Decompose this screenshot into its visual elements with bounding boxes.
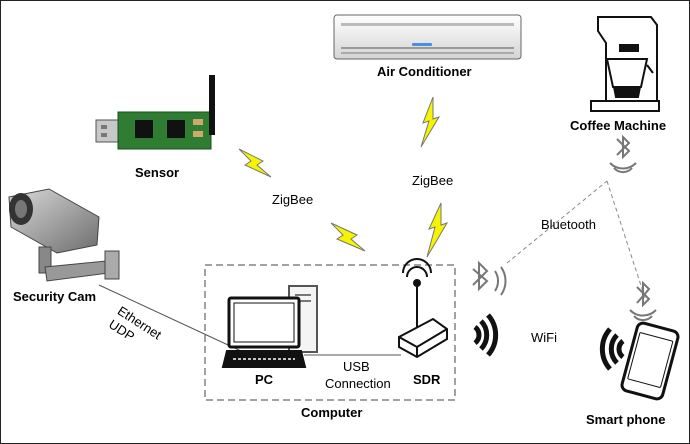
coffee-machine-label: Coffee Machine: [570, 118, 667, 133]
pc-icon: [221, 285, 318, 368]
wifi-icon-computer: [473, 313, 499, 357]
security-cam-icon: [8, 188, 120, 282]
smart-phone-icon: [620, 321, 680, 401]
sensor-label: Sensor: [135, 165, 180, 180]
wifi-label: WiFi: [531, 330, 557, 345]
computer-boundary: [204, 264, 456, 401]
zigbee-bolt-icon-sdr: [426, 202, 449, 258]
zigbee-label-right: ZigBee: [412, 173, 454, 188]
pc-label: PC: [255, 372, 274, 387]
computer-label: Computer: [301, 405, 363, 420]
bluetooth-link-line-pc: [506, 180, 608, 264]
security-cam-label: Security Cam: [13, 289, 97, 304]
zigbee-bolt-icon-sensor: [238, 148, 272, 178]
ethernet-link-line: [98, 284, 242, 352]
usb-label-line1: USB: [343, 359, 370, 374]
air-conditioner-icon: [333, 14, 522, 60]
bluetooth-icon-computer: [472, 260, 507, 296]
zigbee-bolt-icon-ac: [420, 96, 441, 148]
sdr-label: SDR: [413, 372, 441, 387]
air-conditioner-label: Air Conditioner: [377, 64, 472, 79]
bluetooth-label: Bluetooth: [541, 217, 596, 232]
coffee-machine-icon: [590, 16, 660, 112]
sdr-icon: [398, 258, 448, 359]
bluetooth-icon-coffee: [609, 134, 637, 174]
smart-phone-label: Smart phone: [586, 412, 666, 427]
wifi-icon-phone: [599, 327, 625, 371]
sensor-icon: [95, 75, 215, 150]
bluetooth-link-line-phone: [606, 180, 647, 302]
usb-label-line2: Connection: [325, 376, 391, 391]
bluetooth-icon-phone: [629, 280, 657, 322]
zigbee-label-left: ZigBee: [272, 192, 314, 207]
zigbee-bolt-icon-pc: [330, 222, 366, 252]
